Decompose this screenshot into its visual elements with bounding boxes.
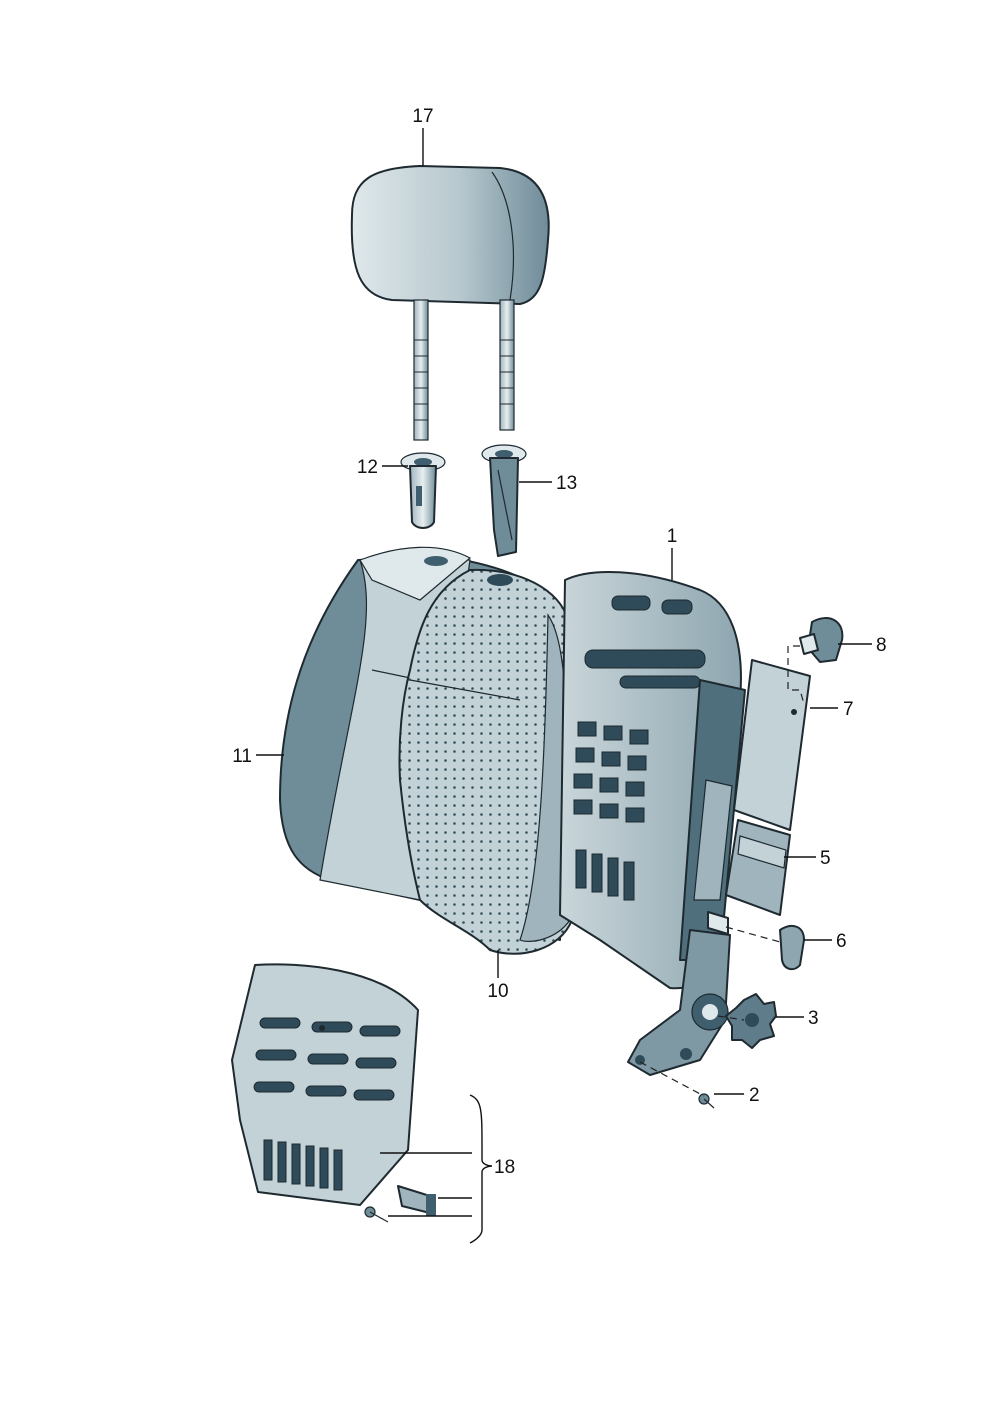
backrest-panel-5: [725, 819, 791, 916]
assembly-dash-lines: [639, 645, 805, 1097]
guide-sleeve-right: [481, 444, 527, 557]
callout-18: 18: [494, 1157, 515, 1178]
headrest-rod-left: [413, 299, 429, 441]
callout-17: 17: [412, 106, 433, 127]
screw-2: [698, 1093, 715, 1109]
backrest-foam-pad: [398, 568, 573, 955]
callout-13: 13: [556, 473, 577, 494]
lumbar-support: [231, 963, 419, 1206]
callout-5: 5: [820, 848, 831, 869]
backrest-panel-7: [733, 659, 811, 831]
headrest-rod-right: [499, 299, 515, 431]
headrest: [350, 165, 550, 441]
callout-3: 3: [808, 1008, 819, 1029]
callout-1: 1: [667, 526, 678, 547]
guide-sleeve-left: [400, 452, 446, 529]
callout-12: 12: [357, 457, 378, 478]
callout-8: 8: [876, 635, 887, 656]
lumbar-adjuster: [397, 1185, 436, 1216]
backrest-frame: [559, 570, 746, 990]
clip-8: [799, 617, 844, 663]
lever-6: [707, 911, 805, 971]
handwheel-3: [725, 993, 777, 1049]
lumbar-screw: [364, 1206, 389, 1223]
recliner-bracket: [627, 929, 731, 1076]
callout-6: 6: [836, 931, 847, 952]
callout-7: 7: [843, 699, 854, 720]
callout-10: 10: [487, 981, 508, 1002]
callout-2: 2: [749, 1085, 760, 1106]
leader-lines: [256, 128, 872, 1244]
callout-11: 11: [232, 746, 252, 767]
